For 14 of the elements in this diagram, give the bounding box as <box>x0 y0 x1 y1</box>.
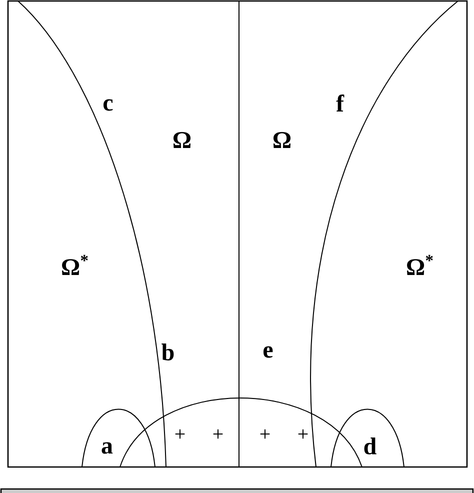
region-label: f <box>336 94 344 112</box>
region-label: Ω$^{*}$ <box>62 254 88 276</box>
region-label: Ω <box>273 132 291 148</box>
region-label: Ω <box>173 132 191 148</box>
region-label: + <box>213 429 223 439</box>
region-label: + <box>175 429 185 439</box>
region-label: Ω$^{*}$ <box>407 254 433 276</box>
region-label: c <box>104 99 113 111</box>
region-label: d <box>364 438 376 454</box>
region-label: b <box>162 344 174 360</box>
region-label: e <box>263 346 273 358</box>
region-label: a <box>102 442 113 454</box>
region-label: + <box>298 429 308 439</box>
region-label: + <box>260 429 270 439</box>
